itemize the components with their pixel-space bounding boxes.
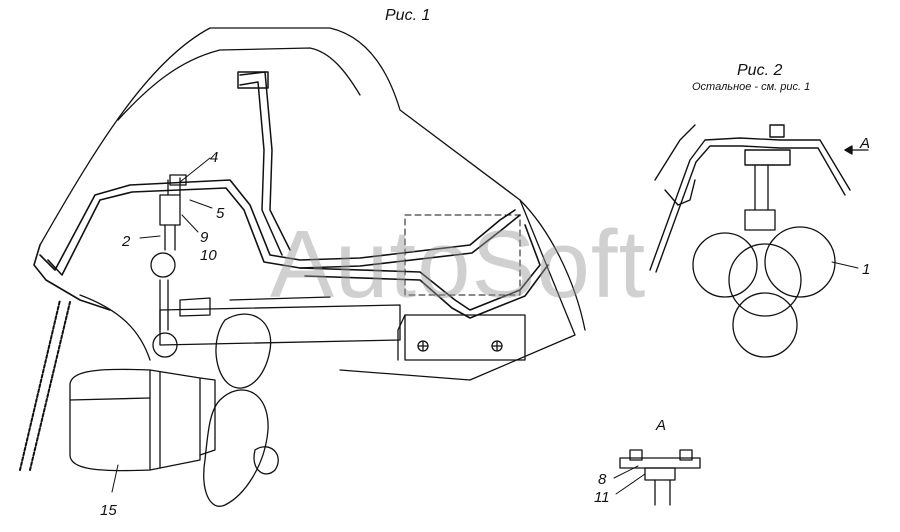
- fig2-panel: [649, 124, 851, 273]
- fig2-horn-stem: [744, 164, 776, 231]
- fig2-view-arrow: [844, 145, 869, 155]
- callout-15: 15: [100, 502, 117, 519]
- cab-panel-section: [33, 179, 549, 319]
- callout-2: 2: [122, 233, 131, 250]
- figure-1-caption: Рис. 1: [385, 7, 431, 24]
- figure-2-note: Остальное - см. рис. 1: [692, 81, 811, 93]
- callout-9: 9: [200, 229, 209, 246]
- callout-1: 1: [862, 261, 871, 278]
- bracket-plate: [397, 314, 526, 361]
- leader-line-fig2: [831, 261, 859, 269]
- callout-10: 10: [200, 247, 217, 264]
- callout-8: 8: [598, 471, 607, 488]
- view-a-detail: [619, 449, 701, 506]
- horn-body: [69, 368, 216, 472]
- view-a-title: A: [656, 417, 667, 434]
- dashed-detail-frame: [404, 214, 521, 296]
- leader-lines-view-a: [613, 465, 646, 495]
- figure-2-caption: Рис. 2: [737, 62, 783, 79]
- horn-bell: [203, 313, 279, 507]
- callout-4: 4: [210, 149, 219, 166]
- cab-outline: [39, 27, 586, 381]
- mounting-rod: [150, 174, 187, 358]
- hanging-cable: [19, 294, 151, 471]
- vertical-duct: [237, 71, 291, 256]
- watermark: AutoSoft: [270, 211, 647, 318]
- leader-lines-fig1: [111, 157, 213, 493]
- fig2-horn-lobes: [692, 226, 836, 358]
- callout-11: 11: [594, 489, 610, 506]
- view-arrow-label: A: [860, 135, 871, 152]
- crossbar: [159, 296, 401, 346]
- callout-5: 5: [216, 205, 225, 222]
